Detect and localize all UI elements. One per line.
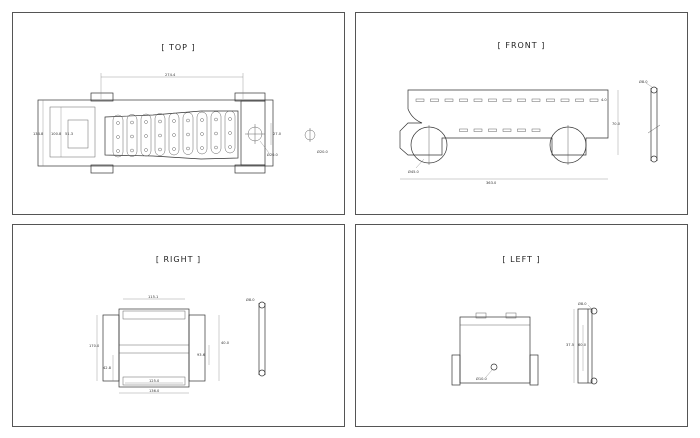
chain-pin [158, 133, 162, 138]
chain-pin [228, 131, 232, 135]
front-view-panel: [ FRONT ] 363.0 70.0 4.0 Ø45.0 Ø8.0 [355, 12, 688, 215]
chain-pin [214, 117, 218, 122]
right-view-title: [ RIGHT ] [155, 255, 202, 264]
chain-pin [158, 119, 162, 124]
chain-pin [172, 147, 176, 151]
front-slot [560, 98, 570, 102]
front-slot [517, 128, 526, 132]
chain-pin [116, 149, 120, 153]
right-dim-top: 115.1 [148, 295, 158, 299]
right-dim-inner: 93.6 [197, 353, 206, 357]
chain-link [210, 111, 222, 154]
left-view-title: [ LEFT ] [502, 255, 541, 264]
chain-link [126, 114, 138, 157]
front-dim-wheel: Ø45.0 [408, 169, 420, 174]
right-view-panel: [ RIGHT ] 115.1 170.0 40.0 93.6 42.8 125… [12, 224, 345, 427]
front-slot [488, 98, 497, 102]
chain-link [112, 114, 124, 158]
chain-pin [116, 121, 120, 125]
front-slot [473, 98, 483, 102]
right-dim-small: 42.8 [103, 366, 112, 370]
left-view-drawing: 37.5 60.0 Ø10.0 Ø8.0 [451, 301, 598, 386]
chain-pin [228, 145, 232, 149]
front-slot [502, 128, 512, 132]
top-dim-inner: 51.3 [65, 132, 73, 136]
left-dim-height-b: 60.0 [578, 343, 587, 347]
right-dim-bottom: 136.0 [149, 389, 160, 393]
chain-pin [214, 145, 218, 150]
chain-pin [228, 117, 232, 121]
top-dim-hole: Ø20.0 [267, 152, 279, 157]
front-dim-length: 363.0 [486, 181, 497, 185]
chain-link [140, 113, 152, 157]
front-dim-slot: 4.0 [601, 98, 607, 102]
front-slot [575, 98, 584, 102]
chain-pin [130, 120, 134, 125]
top-dim-length: 274.4 [165, 73, 176, 77]
chain-pin [172, 119, 176, 123]
chain-pin [200, 132, 204, 136]
front-slot [430, 98, 439, 102]
left-dim-circle: Ø8.0 [578, 301, 587, 306]
chain-pin [172, 133, 176, 137]
chain-pin [130, 134, 134, 139]
top-view-title: [ TOP ] [161, 43, 196, 52]
front-slot [531, 128, 541, 132]
chain-pin [144, 148, 148, 152]
front-dim-side-circle: Ø8.0 [639, 79, 648, 84]
chain-pin [186, 146, 190, 151]
top-view-drawing: 274.4 134.8 100.8 51.3 27.0 Ø20.0 Ø20.0 [33, 73, 329, 174]
chain-pin [144, 120, 148, 124]
front-slot [444, 98, 454, 102]
right-dim-height-r: 40.0 [221, 341, 230, 345]
front-dim-height: 70.0 [612, 122, 621, 126]
front-slot [502, 98, 512, 102]
chain-pin [116, 135, 120, 139]
right-view-drawing: 115.1 170.0 40.0 93.6 42.8 125.0 136.0 Ø… [89, 295, 266, 394]
front-slot [517, 98, 526, 102]
chain-link [168, 112, 180, 156]
chain-pin [186, 118, 190, 123]
chain-pin [186, 132, 190, 137]
left-view-panel: [ LEFT ] 37.5 60.0 Ø10.0 Ø8.0 [355, 224, 688, 427]
chain-link [224, 110, 236, 154]
top-dim-height-inner: 100.8 [51, 132, 62, 136]
chain-pin [214, 131, 218, 136]
front-view-title: [ FRONT ] [497, 41, 546, 50]
top-dim-right-h: 27.0 [273, 132, 282, 136]
top-dim-height-left: 134.8 [33, 132, 44, 136]
front-slot [459, 98, 468, 102]
front-slot [473, 128, 483, 132]
right-dim-bottom-inner: 125.0 [149, 379, 160, 383]
front-slot [546, 98, 555, 102]
chain-link [182, 112, 194, 155]
front-slot [459, 128, 468, 132]
chain-pin [200, 146, 204, 150]
chain-pin [200, 118, 204, 122]
front-slot [488, 128, 497, 132]
front-view-drawing: 363.0 70.0 4.0 Ø45.0 Ø8.0 [399, 79, 661, 185]
chain-pin [130, 148, 134, 153]
chain-pin [158, 147, 162, 152]
chain-link [196, 111, 208, 155]
left-dim-height-a: 37.5 [566, 343, 574, 347]
chain-pin [144, 134, 148, 138]
right-dim-circle: Ø8.0 [246, 297, 255, 302]
right-dim-height-l: 170.0 [89, 344, 100, 348]
front-slot [589, 98, 599, 102]
chain-link [154, 113, 166, 156]
left-dim-hole: Ø10.0 [476, 376, 488, 381]
top-dim-circle: Ø20.0 [317, 149, 329, 154]
front-slot [415, 98, 425, 102]
top-view-panel: [ TOP ] 274.4 134.8 100.8 51.3 27.0 [12, 12, 345, 215]
front-slot [531, 98, 541, 102]
